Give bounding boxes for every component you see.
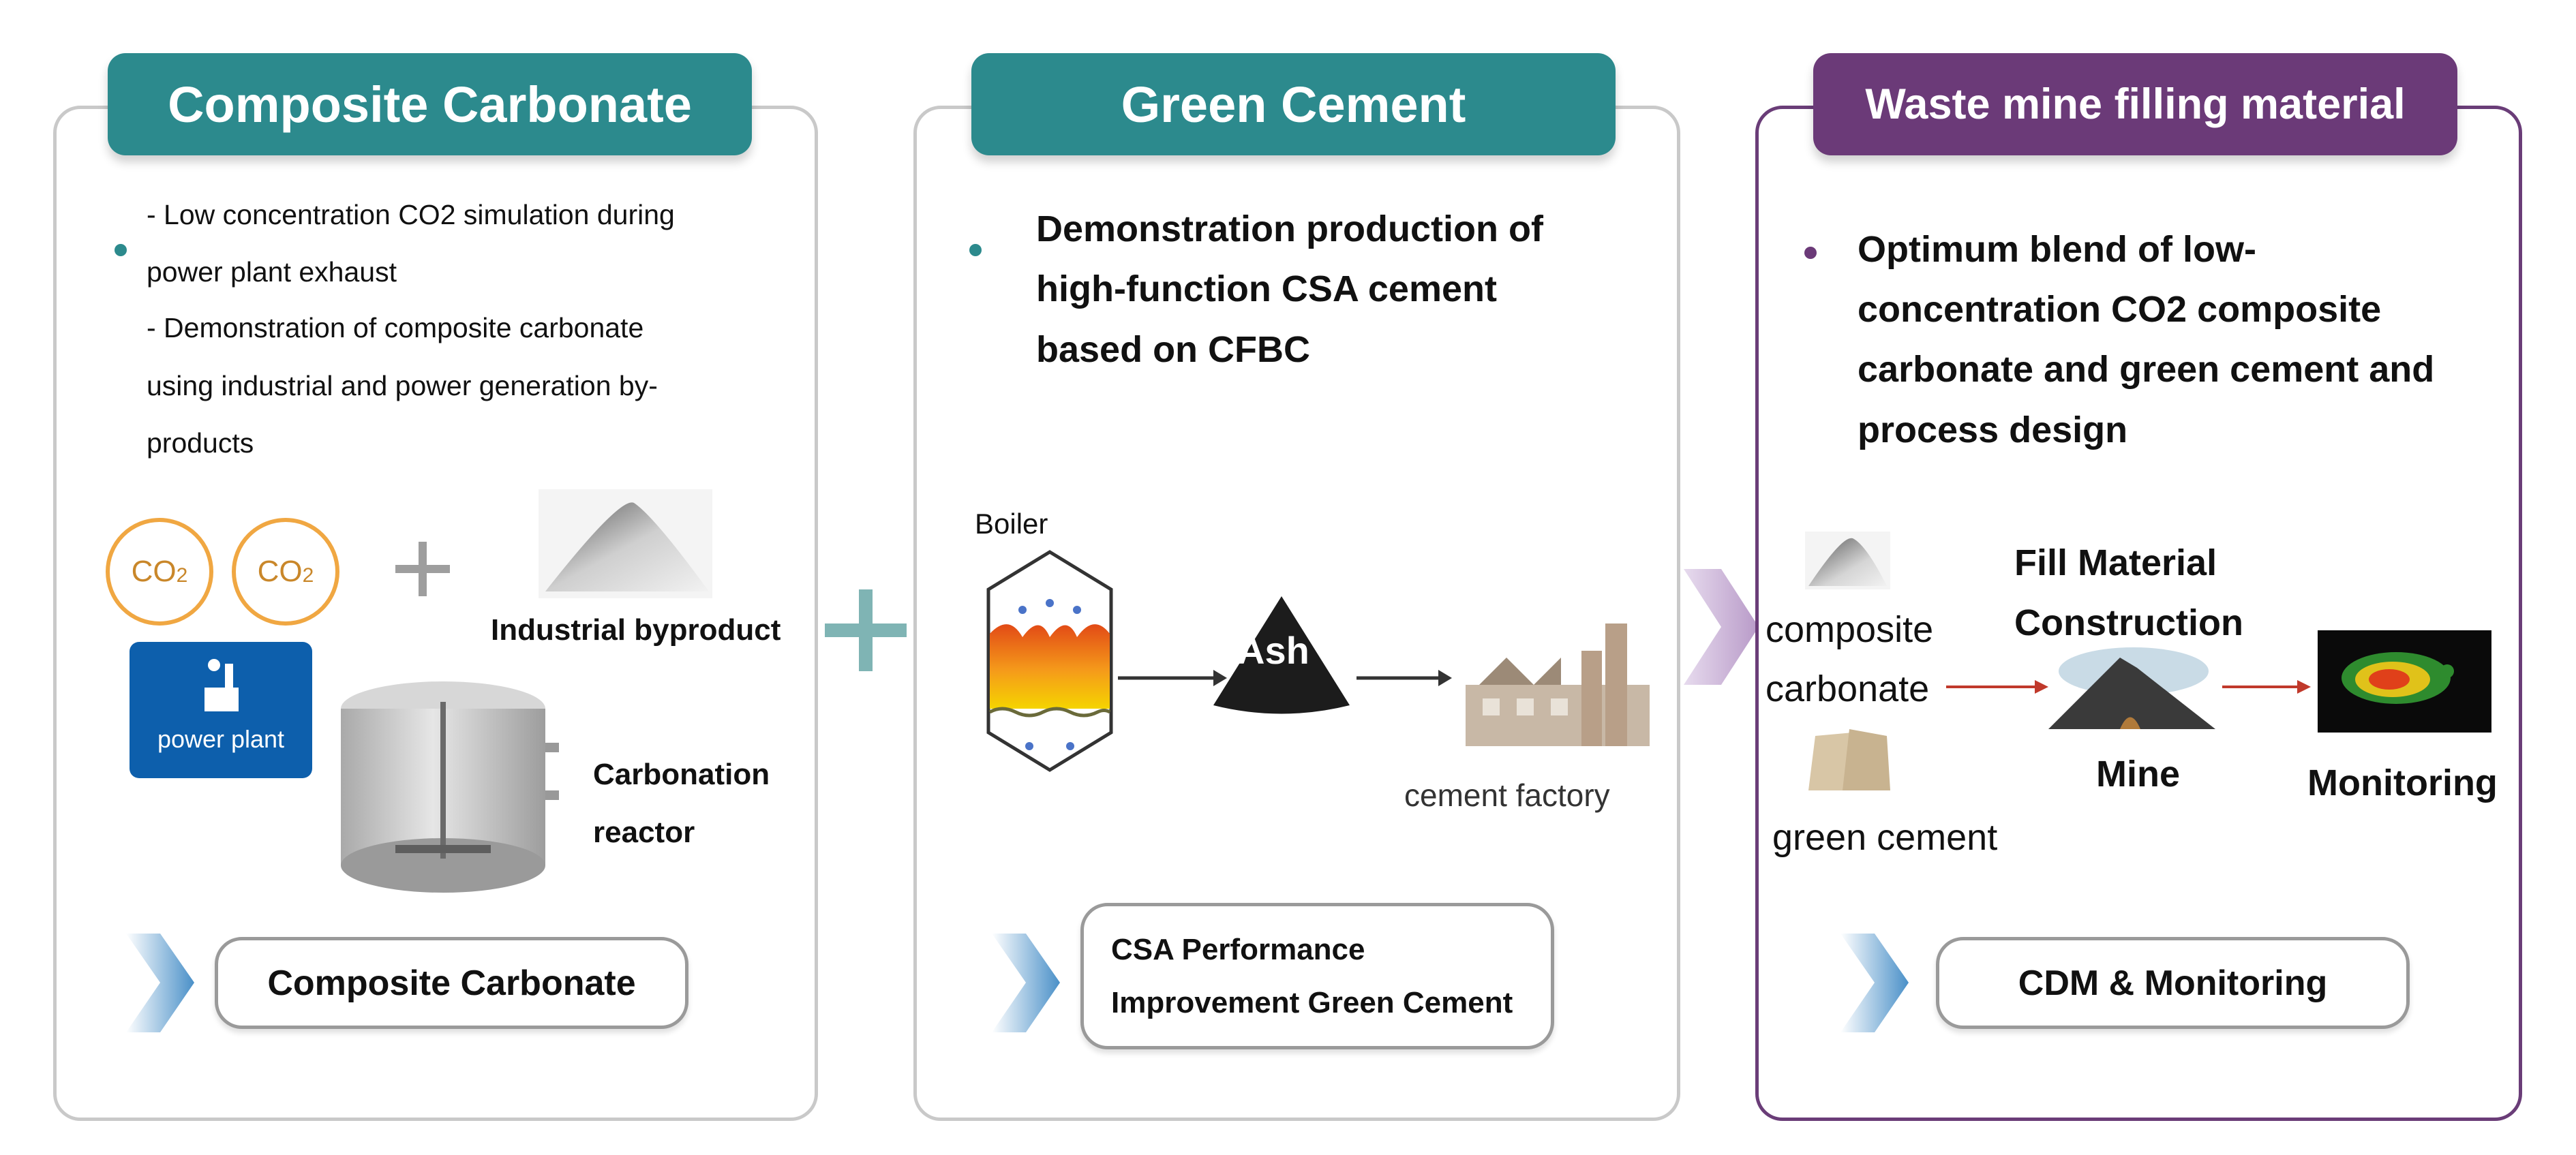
- green-cement-bags-icon: [1808, 729, 1890, 790]
- fill-material-label-1: Fill Material: [2014, 542, 2217, 583]
- panel2-bullet: [969, 244, 982, 256]
- ash-label: Ash: [1237, 629, 1309, 672]
- panel3-line-4: process design: [1858, 410, 2128, 450]
- ash-pile-icon: [1213, 596, 1350, 714]
- panel3-line-1: Optimum blend of low-: [1858, 229, 2256, 270]
- purple-chevron-icon: [1684, 569, 1759, 685]
- monitoring-heatmap-icon: [2318, 630, 2491, 733]
- chevron-right-icon: [1840, 934, 1909, 1032]
- panel1-title: Composite Carbonate: [108, 53, 752, 155]
- panel1-line-2: power plant exhaust: [147, 256, 397, 288]
- plus-icon-small: [395, 542, 450, 596]
- panel1-line-1: - Low concentration CO2 simulation durin…: [147, 199, 675, 230]
- carbonation-reactor-icon: [341, 681, 559, 893]
- panel2-line-3: based on CFBC: [1036, 329, 1311, 370]
- output-composite-carbonate: Composite Carbonate: [215, 937, 688, 1029]
- green-cement-label: green cement: [1772, 817, 1998, 858]
- panel1-line-3: - Demonstration of composite carbonate: [147, 312, 644, 343]
- panel3-bullet: [1804, 247, 1817, 259]
- power-plant-icon: power plant: [130, 642, 312, 778]
- plus-icon: [825, 589, 907, 671]
- panel3-line-3: carbonate and green cement and: [1858, 349, 2435, 390]
- mine-to-monitoring-arrow: [2222, 680, 2311, 694]
- panel2-title: Green Cement: [971, 53, 1616, 155]
- composite-label-1: composite: [1766, 609, 1934, 650]
- composite-to-mine-arrow: [1946, 680, 2048, 694]
- reactor-label-2: reactor: [593, 816, 695, 849]
- power-plant-label: power plant: [157, 725, 285, 753]
- chevron-right-icon: [126, 934, 194, 1032]
- panel1-bullet: [115, 244, 127, 256]
- composite-carbonate-icon: [1805, 532, 1890, 589]
- mine-mountain-icon: [2048, 647, 2215, 729]
- monitoring-label: Monitoring: [2307, 763, 2498, 803]
- panel2-line-1: Demonstration production of: [1036, 209, 1543, 249]
- mine-label: Mine: [2096, 754, 2181, 795]
- panel1-line-4: using industrial and power generation by…: [147, 370, 658, 401]
- composite-label-2: carbonate: [1766, 668, 1930, 709]
- output-csa-green-cement: CSA Performance Improvement Green Cement: [1080, 903, 1554, 1049]
- fill-material-label-2: Construction: [2014, 602, 2243, 643]
- panel3-line-2: concentration CO2 composite: [1858, 289, 2382, 330]
- panel2-line-2: high-function CSA cement: [1036, 268, 1497, 309]
- cement-factory-label: cement factory: [1404, 777, 1610, 813]
- ash-to-factory-arrow: [1357, 670, 1452, 686]
- boiler-to-ash-arrow: [1118, 670, 1227, 686]
- boiler-label: Boiler: [975, 508, 1048, 540]
- panel3-title: Waste mine filling material: [1813, 53, 2457, 155]
- reactor-label-1: Carbonation: [593, 758, 770, 791]
- cement-factory-icon: [1466, 623, 1650, 746]
- boiler-icon: [986, 550, 1113, 772]
- byproduct-label: Industrial byproduct: [491, 613, 781, 647]
- panel1-line-5: products: [147, 427, 254, 459]
- output-cdm-monitoring: CDM & Monitoring: [1936, 937, 2410, 1029]
- chevron-right-icon: [992, 934, 1060, 1032]
- byproduct-powder-icon: [539, 489, 712, 598]
